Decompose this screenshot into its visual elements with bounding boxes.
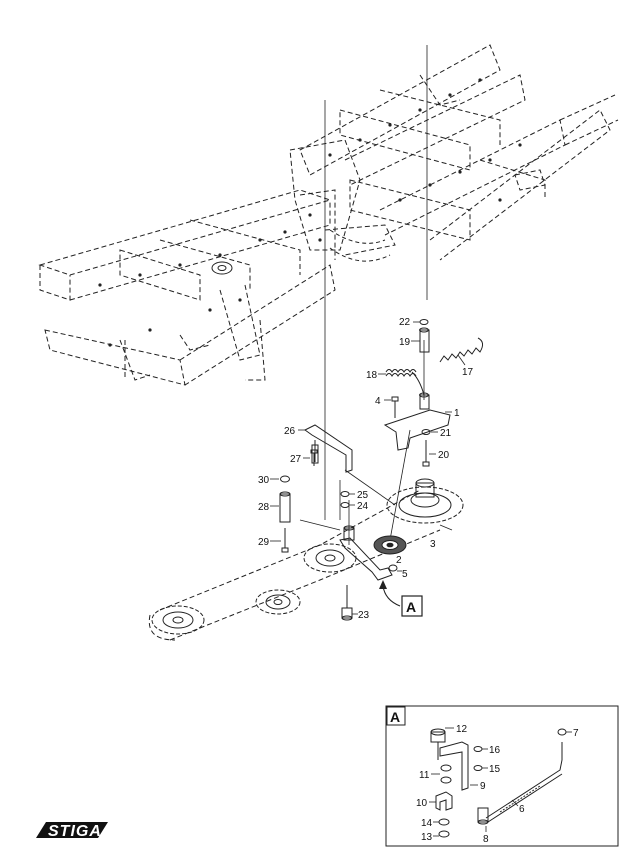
chassis-frame <box>38 44 619 386</box>
label-12: 12 <box>456 724 468 735</box>
stiga-logo-text: STIGA <box>48 823 102 840</box>
callout-a: A <box>379 580 423 617</box>
label-20: 20 <box>438 450 450 461</box>
washers-24-25 <box>340 491 350 508</box>
alignment-lines <box>299 45 428 545</box>
label-6: 6 <box>519 804 525 815</box>
label-26: 26 <box>284 426 296 437</box>
label-22: 22 <box>399 317 411 328</box>
bolt-20 <box>421 429 431 467</box>
part-labels: 22 19 18 17 4 1 21 20 26 27 30 28 29 25 … <box>258 317 474 621</box>
label-13: 13 <box>421 832 433 843</box>
label-2: 2 <box>396 555 402 566</box>
spacer-28 <box>279 475 291 553</box>
engine-mount <box>211 229 391 275</box>
label-7: 7 <box>573 728 579 739</box>
stiga-logo: STIGA <box>36 822 108 840</box>
label-29: 29 <box>258 537 270 548</box>
label-30: 30 <box>258 475 270 486</box>
label-28: 28 <box>258 502 270 513</box>
detail-a-panel: A <box>385 705 619 847</box>
label-24: 24 <box>357 501 369 512</box>
spring-17 <box>439 337 484 363</box>
belt-assembly <box>148 478 464 641</box>
label-11: 11 <box>419 770 430 781</box>
nut-5 <box>388 564 398 572</box>
frame-holes <box>98 78 522 347</box>
idler-arm <box>339 525 393 581</box>
detail-a-title: A <box>390 709 400 725</box>
label-18: 18 <box>366 370 378 381</box>
bolt-4 <box>391 396 399 418</box>
spring-18 <box>385 369 417 377</box>
label-21: 21 <box>440 428 452 439</box>
label-8: 8 <box>483 834 489 845</box>
label-17: 17 <box>462 367 474 378</box>
label-27: 27 <box>290 454 302 465</box>
label-5: 5 <box>402 569 408 580</box>
label-23: 23 <box>358 610 370 621</box>
label-9: 9 <box>480 781 486 792</box>
label-15: 15 <box>489 764 501 775</box>
callout-a-letter: A <box>406 599 416 615</box>
bolt-23 <box>341 585 353 621</box>
detail-a-labels: 12 16 15 9 11 10 14 13 6 7 8 <box>416 724 579 845</box>
label-25: 25 <box>357 490 369 501</box>
label-14: 14 <box>421 818 433 829</box>
label-16: 16 <box>489 745 501 756</box>
label-10: 10 <box>416 798 428 809</box>
label-1: 1 <box>454 408 460 419</box>
label-4: 4 <box>375 396 381 407</box>
bolt-27 <box>310 449 318 466</box>
label-19: 19 <box>399 337 411 348</box>
bracket-26 <box>304 424 353 473</box>
label-3: 3 <box>430 539 436 550</box>
